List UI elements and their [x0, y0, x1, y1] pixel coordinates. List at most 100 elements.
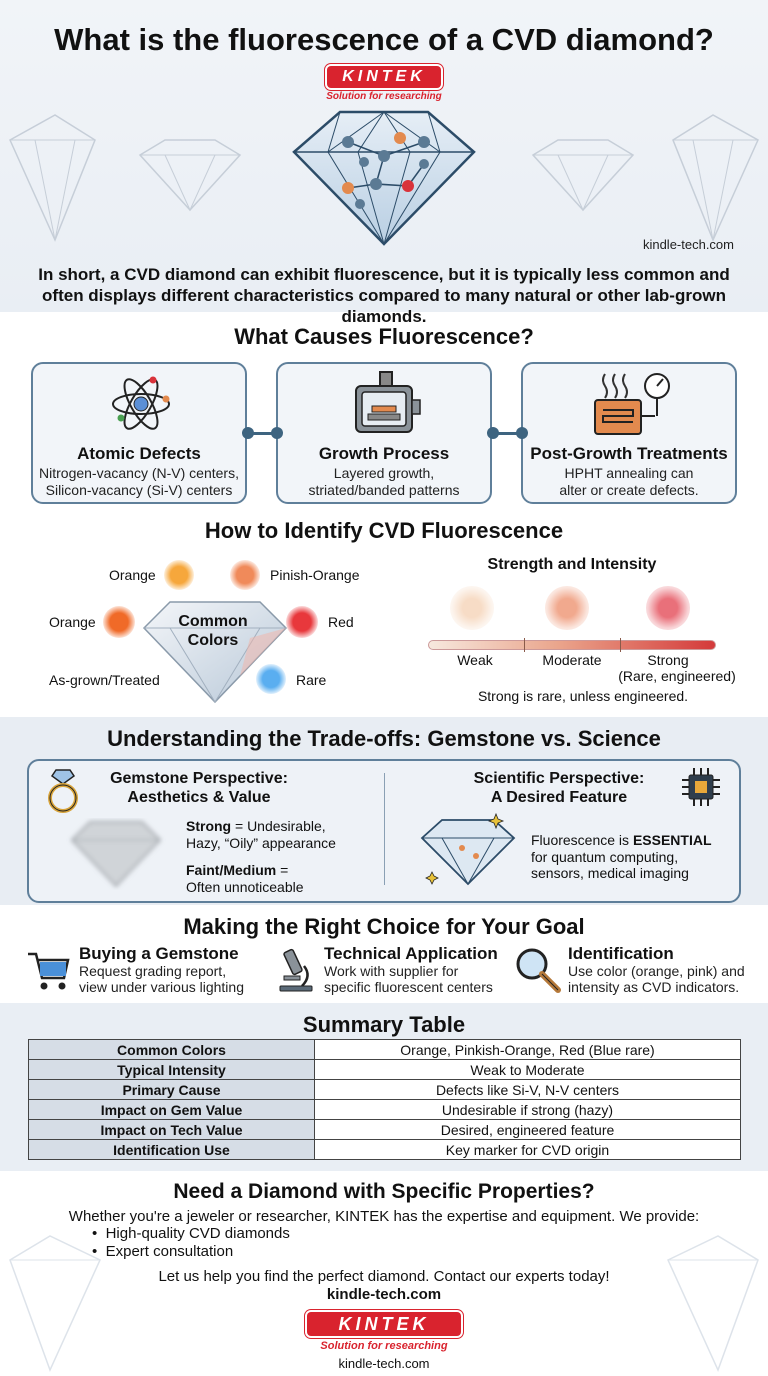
microchip-icon [682, 768, 720, 806]
connector-dot [516, 427, 528, 439]
choice-line: Use color (orange, pink) and [568, 963, 745, 979]
gemstone-title-2: Aesthetics & Value [127, 789, 271, 806]
science-line-2: for quantum computing, [531, 849, 679, 865]
color-label-as-grown: As-grown/Treated [49, 672, 160, 688]
cause-card-atomic-defects: Atomic Defects Nitrogen-vacancy (N-V) ce… [31, 362, 247, 504]
intro-summary: In short, a CVD diamond can exhibit fluo… [38, 265, 730, 326]
color-swatch-orange-top [164, 560, 194, 590]
science-title-1: Scientific Perspective: [473, 770, 645, 787]
color-label-rare: Rare [296, 672, 327, 688]
faint-text: = [276, 862, 289, 878]
cta-call-to-action: Let us help you find the perfect diamond… [158, 1268, 610, 1285]
footer-site-link[interactable]: kindle-tech.com [338, 1356, 430, 1371]
row-value: Desired, engineered feature [314, 1119, 741, 1140]
cause-description: Nitrogen-vacancy (N-V) centers, Silicon-… [39, 465, 239, 498]
gemstone-faint-line: Faint/Medium = [186, 862, 288, 878]
color-swatch-blue [256, 664, 286, 694]
row-key: Impact on Tech Value [28, 1119, 315, 1140]
cta-title: Need a Diamond with Specific Properties? [173, 1180, 595, 1203]
cause-title: Growth Process [318, 444, 450, 463]
color-label-orange: Orange [109, 567, 156, 583]
cta-bullet-text: Expert consultation [105, 1243, 234, 1260]
cause-description: Layered growth, striated/banded patterns [308, 465, 460, 498]
hazy-diamond-illustration [70, 821, 162, 888]
atom-icon [112, 376, 170, 430]
magnifier-icon [516, 948, 561, 993]
choices-heading: Making the Right Choice for Your Goal [183, 914, 585, 939]
site-url[interactable]: kindle-tech.com [642, 237, 734, 252]
kintek-tagline-footer: Solution for researching [320, 1340, 448, 1352]
reactor-icon [355, 371, 421, 433]
intensity-glow-moderate [545, 586, 589, 630]
faint-label: Faint/Medium [186, 862, 277, 878]
strong-label: Strong [186, 818, 232, 834]
decorative-diamond-left-2 [138, 139, 242, 212]
decorative-diamond-bottom-right [667, 1235, 759, 1372]
choice-line: Work with supplier for [324, 963, 459, 979]
cta-bullet-text: High-quality CVD diamonds [105, 1225, 290, 1242]
cta-site-link[interactable]: kindle-tech.com [326, 1286, 442, 1303]
decorative-diamond-right-2 [531, 139, 635, 212]
identify-heading: How to Identify CVD Fluorescence [204, 518, 564, 543]
choice-title: Technical Application [324, 944, 498, 963]
color-label-red: Red [328, 614, 354, 630]
connector-line [247, 432, 276, 435]
kintek-logo-footer: KINTEK [307, 1312, 461, 1336]
connector-dot [487, 427, 499, 439]
strong-text: = Undesirable, [231, 818, 326, 834]
intensity-tick [524, 638, 525, 652]
tradeoffs-divider [384, 773, 385, 885]
row-key: Primary Cause [28, 1079, 315, 1100]
quantum-diamond-illustration [420, 812, 516, 886]
gemstone-faint-detail: Often unnoticeable [186, 879, 304, 895]
connector-dot [271, 427, 283, 439]
intensity-scale-bar [428, 640, 716, 650]
science-essential: ESSENTIAL [632, 832, 712, 848]
row-value: Weak to Moderate [314, 1059, 741, 1080]
row-key: Common Colors [28, 1039, 315, 1060]
common-colors-label-1: Common [178, 613, 248, 630]
cta-bullet-1: • High-quality CVD diamonds [92, 1225, 290, 1242]
row-value: Key marker for CVD origin [314, 1139, 741, 1160]
cta-text: Whether you're a jeweler or researcher, … [68, 1208, 700, 1225]
science-text-1: Fluorescence is [531, 832, 633, 848]
intensity-label-moderate: Moderate [542, 652, 602, 668]
choice-title: Identification [568, 944, 674, 963]
color-swatch-pinkish-orange [230, 560, 260, 590]
intensity-strong-note: (Rare, engineered) [618, 668, 736, 684]
color-swatch-red [286, 606, 318, 638]
choice-title: Buying a Gemstone [79, 944, 239, 963]
row-key: Typical Intensity [28, 1059, 315, 1080]
cause-description: HPHT annealing can alter or create defec… [559, 465, 699, 498]
causes-heading: What Causes Fluorescence? [234, 324, 534, 349]
gemstone-strong-detail: Hazy, “Oily” appearance [186, 835, 336, 851]
row-value: Orange, Pinkish-Orange, Red (Blue rare) [314, 1039, 741, 1060]
ring-icon [48, 769, 78, 813]
choice-line: specific fluorescent centers [324, 979, 493, 995]
common-colors-label-2: Colors [187, 632, 239, 649]
choice-line: Request grading report, [79, 963, 227, 979]
heater-gauge-icon [594, 373, 670, 435]
intensity-footnote: Strong is rare, unless engineered. [477, 688, 689, 704]
row-key: Impact on Gem Value [28, 1099, 315, 1120]
summary-heading: Summary Table [302, 1012, 466, 1037]
decorative-diamond-right [672, 114, 759, 242]
cause-card-post-growth: Post-Growth Treatments HPHT annealing ca… [521, 362, 737, 504]
intensity-heading: Strength and Intensity [487, 556, 657, 573]
intensity-glow-strong [646, 586, 690, 630]
row-key: Identification Use [28, 1139, 315, 1160]
intensity-tick [620, 638, 621, 652]
cause-title: Post-Growth Treatments [530, 444, 728, 463]
cart-icon [28, 952, 70, 990]
choice-line: view under various lighting [79, 979, 244, 995]
connector-line [492, 432, 521, 435]
decorative-diamond-bottom-left [9, 1235, 101, 1372]
row-value: Defects like Si-V, N-V centers [314, 1079, 741, 1100]
decorative-diamond-left [9, 114, 96, 242]
intensity-label-weak: Weak [457, 652, 493, 668]
gemstone-title-1: Gemstone Perspective: [110, 770, 288, 787]
